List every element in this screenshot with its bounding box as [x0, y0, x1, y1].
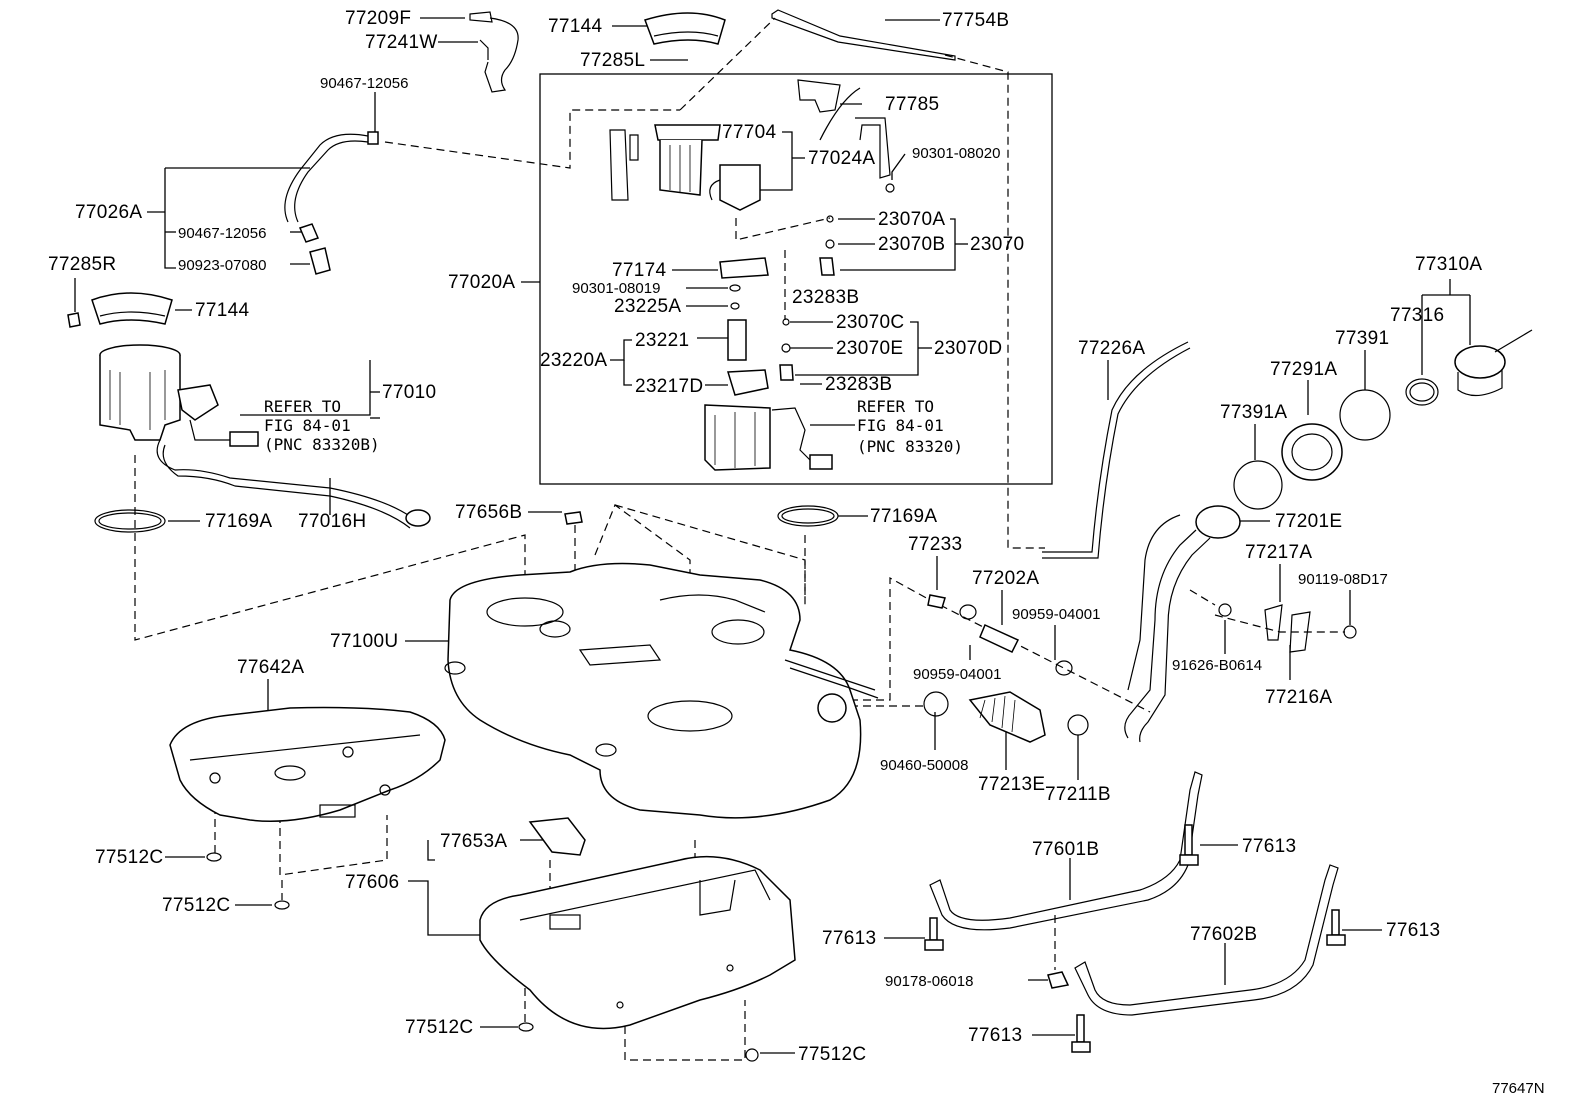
- label-91626-B0614[interactable]: 91626-B0614: [1172, 657, 1262, 674]
- label-23070[interactable]: 23070: [970, 234, 1024, 255]
- label-90301-08020[interactable]: 90301-08020: [912, 145, 1000, 162]
- label-77291A[interactable]: 77291A: [1270, 359, 1337, 380]
- label-77144-left[interactable]: 77144: [195, 300, 249, 321]
- label-23221[interactable]: 23221: [635, 330, 689, 351]
- label-77233[interactable]: 77233: [908, 534, 962, 555]
- label-23070D[interactable]: 23070D: [934, 338, 1002, 359]
- label-77216A[interactable]: 77216A: [1265, 687, 1332, 708]
- label-77020A[interactable]: 77020A: [448, 272, 515, 293]
- label-77310A[interactable]: 77310A: [1415, 254, 1482, 275]
- label-23070B[interactable]: 23070B: [878, 234, 945, 255]
- label-90119-08D17[interactable]: 90119-08D17: [1298, 571, 1388, 588]
- label-77169A-left[interactable]: 77169A: [205, 511, 272, 532]
- label-23220A[interactable]: 23220A: [540, 350, 607, 371]
- label-77241W[interactable]: 77241W: [365, 32, 438, 53]
- label-90923-07080[interactable]: 90923-07080: [178, 257, 266, 274]
- label-90467-12056-mid[interactable]: 90467-12056: [178, 225, 266, 242]
- ref-note-line: (PNC 83320): [857, 437, 963, 456]
- label-77211B[interactable]: 77211B: [1045, 784, 1111, 805]
- ref-note-line: (PNC 83320B): [264, 435, 380, 454]
- label-77202A[interactable]: 77202A: [972, 568, 1039, 589]
- label-90301-08019[interactable]: 90301-08019: [572, 280, 660, 297]
- label-77010[interactable]: 77010: [382, 382, 436, 403]
- label-77512C-d[interactable]: 77512C: [798, 1044, 866, 1065]
- label-90959-04001-top[interactable]: 90959-04001: [1012, 606, 1100, 623]
- label-77391[interactable]: 77391: [1335, 328, 1389, 349]
- reference-note-83320: REFER TO FIG 84-01 (PNC 83320): [857, 397, 963, 456]
- label-77613-b[interactable]: 77613: [822, 928, 876, 949]
- label-77201E[interactable]: 77201E: [1275, 511, 1342, 532]
- ref-note-line: REFER TO: [264, 397, 341, 416]
- label-77613-a[interactable]: 77613: [1242, 836, 1296, 857]
- label-77602B[interactable]: 77602B: [1190, 924, 1257, 945]
- label-23070E[interactable]: 23070E: [836, 338, 903, 359]
- label-90959-04001-bottom[interactable]: 90959-04001: [913, 666, 1001, 683]
- label-77601B[interactable]: 77601B: [1032, 839, 1099, 860]
- label-77656B[interactable]: 77656B: [455, 502, 522, 523]
- fuel-pump-assembly-frame: [539, 73, 1053, 485]
- ref-note-line: FIG 84-01: [857, 416, 944, 435]
- label-77512C-a[interactable]: 77512C: [95, 847, 163, 868]
- label-77613-d[interactable]: 77613: [968, 1025, 1022, 1046]
- label-23070A[interactable]: 23070A: [878, 209, 945, 230]
- label-77613-c[interactable]: 77613: [1386, 920, 1440, 941]
- label-77226A[interactable]: 77226A: [1078, 338, 1145, 359]
- label-77144-top[interactable]: 77144: [548, 16, 602, 37]
- label-77391A[interactable]: 77391A: [1220, 402, 1287, 423]
- label-90467-12056-top[interactable]: 90467-12056: [320, 75, 408, 92]
- label-77642A[interactable]: 77642A: [237, 657, 304, 678]
- label-77213E[interactable]: 77213E: [978, 774, 1045, 795]
- label-23283B-top[interactable]: 23283B: [792, 287, 859, 308]
- ref-note-line: FIG 84-01: [264, 416, 351, 435]
- reference-note-83320B: REFER TO FIG 84-01 (PNC 83320B): [264, 397, 380, 454]
- label-90178-06018[interactable]: 90178-06018: [885, 973, 973, 990]
- label-77026A[interactable]: 77026A: [75, 202, 142, 223]
- label-77512C-c[interactable]: 77512C: [405, 1017, 473, 1038]
- label-77174[interactable]: 77174: [612, 260, 666, 281]
- label-77285R[interactable]: 77285R: [48, 254, 116, 275]
- label-23283B-bottom[interactable]: 23283B: [825, 374, 892, 395]
- part-number-labels: 77209F 77241W 77144 77285L 77754B 90467-…: [48, 8, 1482, 1065]
- label-77316[interactable]: 77316: [1390, 305, 1444, 326]
- label-77785[interactable]: 77785: [885, 94, 939, 115]
- label-77016H[interactable]: 77016H: [298, 511, 366, 532]
- leader-lines: [74, 17, 1471, 1054]
- ref-note-line: REFER TO: [857, 397, 934, 416]
- label-23225A[interactable]: 23225A: [614, 296, 681, 317]
- label-23217D[interactable]: 23217D: [635, 376, 703, 397]
- label-77024A[interactable]: 77024A: [808, 148, 875, 169]
- label-77606[interactable]: 77606: [345, 872, 399, 893]
- label-90460-50008[interactable]: 90460-50008: [880, 757, 968, 774]
- label-77217A[interactable]: 77217A: [1245, 542, 1312, 563]
- figure-id: 77647N: [1492, 1080, 1545, 1097]
- part-drawings: [67, 9, 1533, 1062]
- label-77512C-b[interactable]: 77512C: [162, 895, 230, 916]
- label-77754B[interactable]: 77754B: [942, 10, 1009, 31]
- label-77209F[interactable]: 77209F: [345, 8, 411, 29]
- label-77653A[interactable]: 77653A: [440, 831, 507, 852]
- label-77285L[interactable]: 77285L: [580, 50, 645, 71]
- label-77100U[interactable]: 77100U: [330, 631, 398, 652]
- label-23070C[interactable]: 23070C: [836, 312, 904, 333]
- label-77169A-mid[interactable]: 77169A: [870, 506, 937, 527]
- label-77704[interactable]: 77704: [722, 122, 776, 143]
